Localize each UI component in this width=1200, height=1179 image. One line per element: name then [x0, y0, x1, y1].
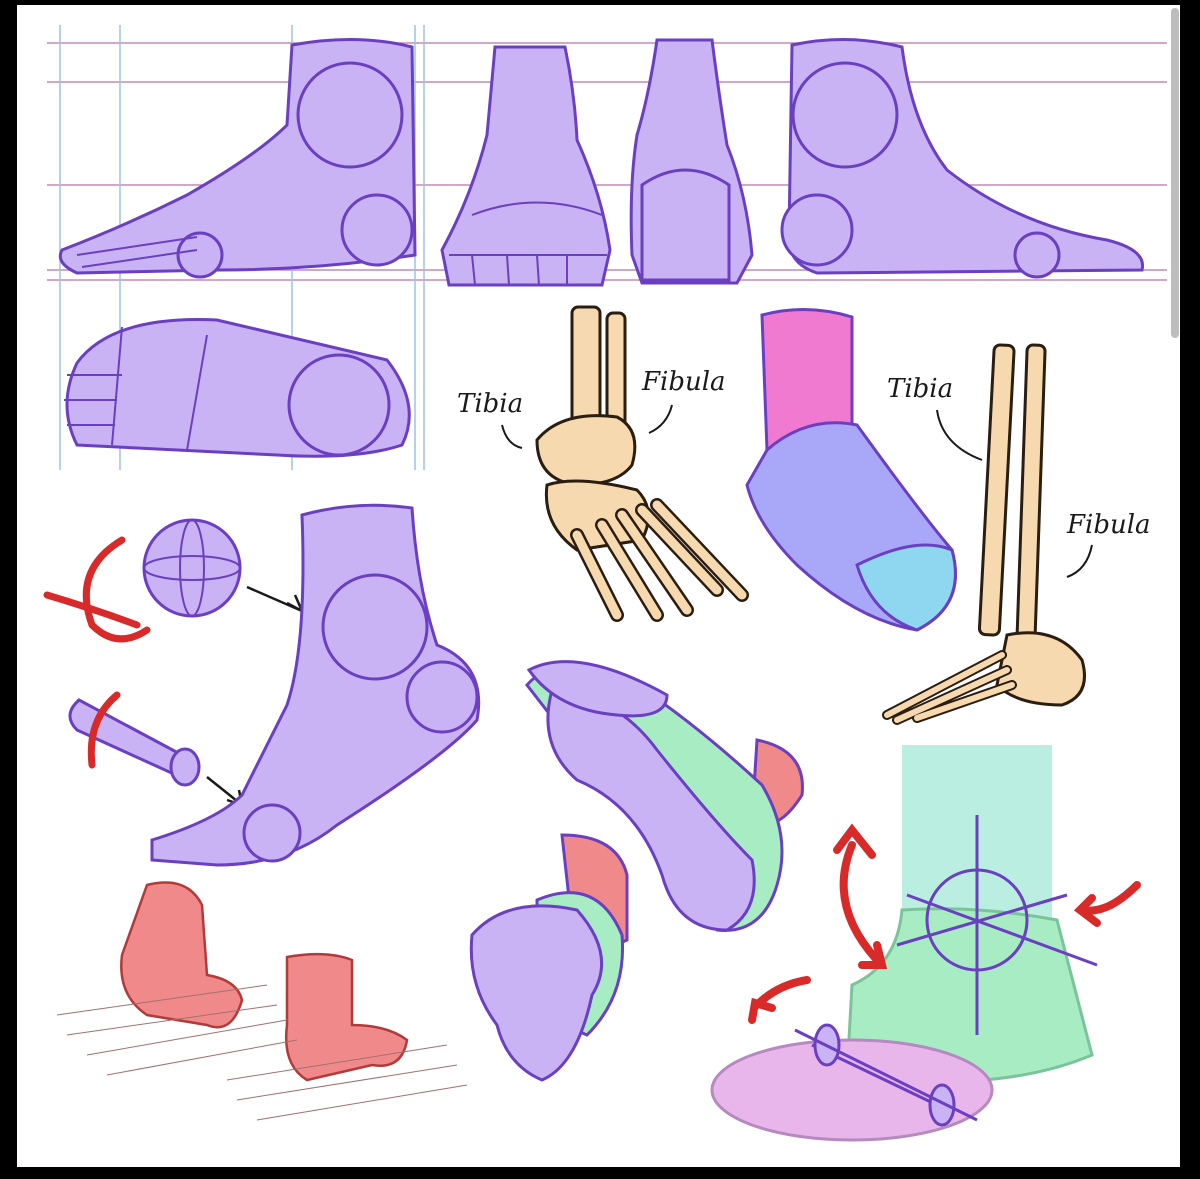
label-tibia-right-leader — [936, 409, 983, 461]
foot-anatomy-illustration: Tibia Fibula Tibia Fibula — [43, 25, 1167, 1142]
boxy-foot-2 — [285, 952, 409, 1082]
label-fibula-right: Fibula — [1066, 510, 1151, 540]
foot-sole-view — [64, 318, 411, 458]
rotate-arrow-icon — [43, 536, 151, 769]
sphere-primitive — [142, 518, 242, 618]
drawing-sheet: Tibia Fibula Tibia Fibula — [17, 5, 1180, 1167]
ground-grid — [56, 984, 468, 1121]
label-tibia-left-leader — [501, 424, 523, 449]
label-fibula-left-leader — [648, 404, 673, 434]
foot-sole-3q — [525, 660, 804, 932]
foot-3q-view — [150, 503, 481, 867]
label-tibia-left: Tibia — [457, 389, 523, 419]
foot-side-view-left — [58, 38, 417, 279]
ankle-joint-diagram — [710, 745, 1098, 1142]
label-fibula-right-leader — [1066, 544, 1093, 578]
foot-side-view-right — [780, 37, 1145, 279]
foot-back-view — [629, 38, 754, 285]
foot-toes-3q — [469, 833, 629, 1082]
sock-foot-form — [745, 308, 957, 632]
foot-front-view — [440, 45, 612, 287]
label-fibula-left: Fibula — [641, 367, 726, 397]
boxy-foot-1 — [120, 881, 244, 1029]
skeleton-front-view — [535, 305, 749, 622]
label-tibia-right: Tibia — [887, 374, 953, 404]
double-arrow-icon — [748, 823, 1141, 1024]
scrollbar[interactable] — [1171, 8, 1179, 338]
skeleton-side-view — [882, 343, 1086, 725]
